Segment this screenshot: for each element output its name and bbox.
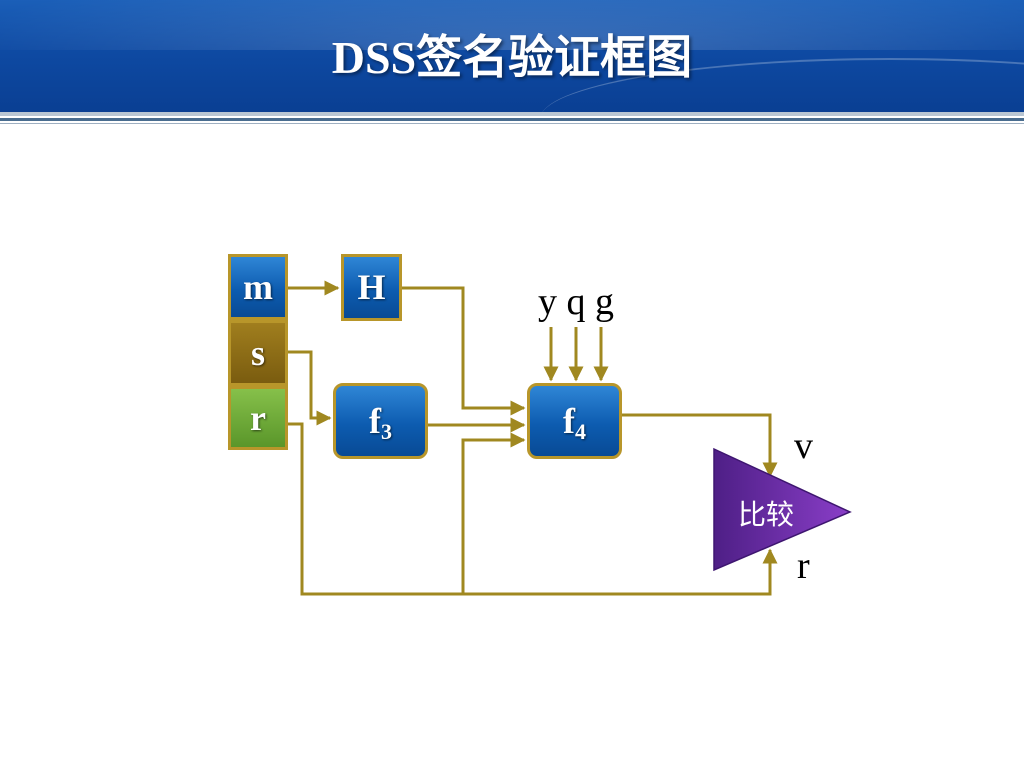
input-r-box: r	[228, 386, 288, 450]
hash-label: H	[357, 267, 386, 307]
f3-subscript: 3	[381, 419, 392, 444]
wire-bus-to-f4	[461, 432, 526, 594]
comparator-triangle	[713, 447, 852, 572]
divider-line	[0, 112, 1024, 116]
f4-subscript: 4	[575, 419, 586, 444]
divider-line	[0, 118, 1024, 121]
input-m-label: m	[243, 267, 273, 307]
title-bar-sheen	[0, 0, 1024, 50]
input-r-label: r	[250, 398, 266, 438]
r-label: r	[797, 545, 810, 587]
hash-box: H	[341, 254, 402, 321]
wire-f4-to-comparator	[622, 413, 778, 478]
f3-label: f	[369, 401, 381, 441]
v-label: v	[794, 425, 813, 467]
page-title: DSS签名验证框图	[331, 32, 693, 83]
public-params-label: y q g	[538, 281, 614, 323]
f3-block: f3	[333, 383, 428, 459]
input-m-box: m	[228, 254, 288, 320]
comparator-label: 比较	[737, 498, 794, 531]
f4-label: f	[563, 401, 575, 441]
wire-s-to-f3	[288, 350, 332, 426]
input-s-box: s	[228, 320, 288, 386]
wire-r-to-bus	[288, 422, 778, 596]
wire-h-to-f4	[402, 286, 526, 416]
f4-block: f4	[527, 383, 622, 459]
title-bar	[0, 0, 1024, 112]
input-s-label: s	[250, 333, 265, 373]
divider-line	[0, 123, 1024, 124]
